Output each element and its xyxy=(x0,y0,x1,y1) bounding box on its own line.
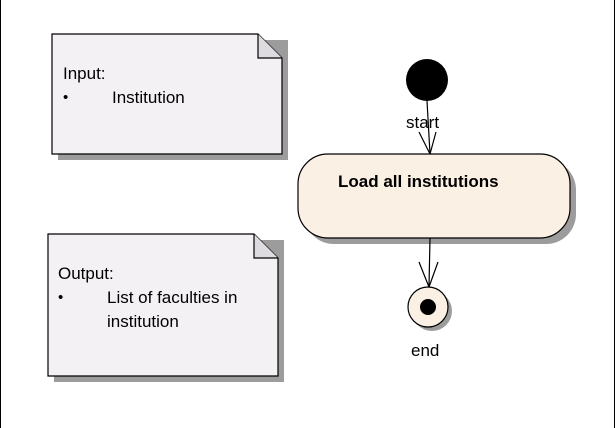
input-note-heading: Input: xyxy=(63,64,106,83)
input-note xyxy=(51,33,288,160)
action-label: Load all institutions xyxy=(338,172,499,191)
flow-action-to-end xyxy=(418,237,439,289)
action-node xyxy=(297,153,571,239)
output-note-item-line-1: List of faculties in xyxy=(107,288,238,307)
output-note xyxy=(47,233,284,382)
start-node-label: start xyxy=(406,113,440,132)
input-note-body xyxy=(51,33,283,155)
output-note-bullet-icon: • xyxy=(58,289,64,306)
output-note-body xyxy=(47,233,279,377)
input-note-item: Institution xyxy=(112,88,185,107)
end-node xyxy=(407,286,452,331)
output-note-heading: Output: xyxy=(58,264,114,283)
input-note-bullet-icon: • xyxy=(63,89,69,106)
start-node xyxy=(406,59,448,101)
end-node-label: end xyxy=(411,341,440,360)
output-note-fold xyxy=(253,234,278,259)
output-note-item-line-2: institution xyxy=(107,312,179,331)
input-note-fold xyxy=(257,34,282,59)
